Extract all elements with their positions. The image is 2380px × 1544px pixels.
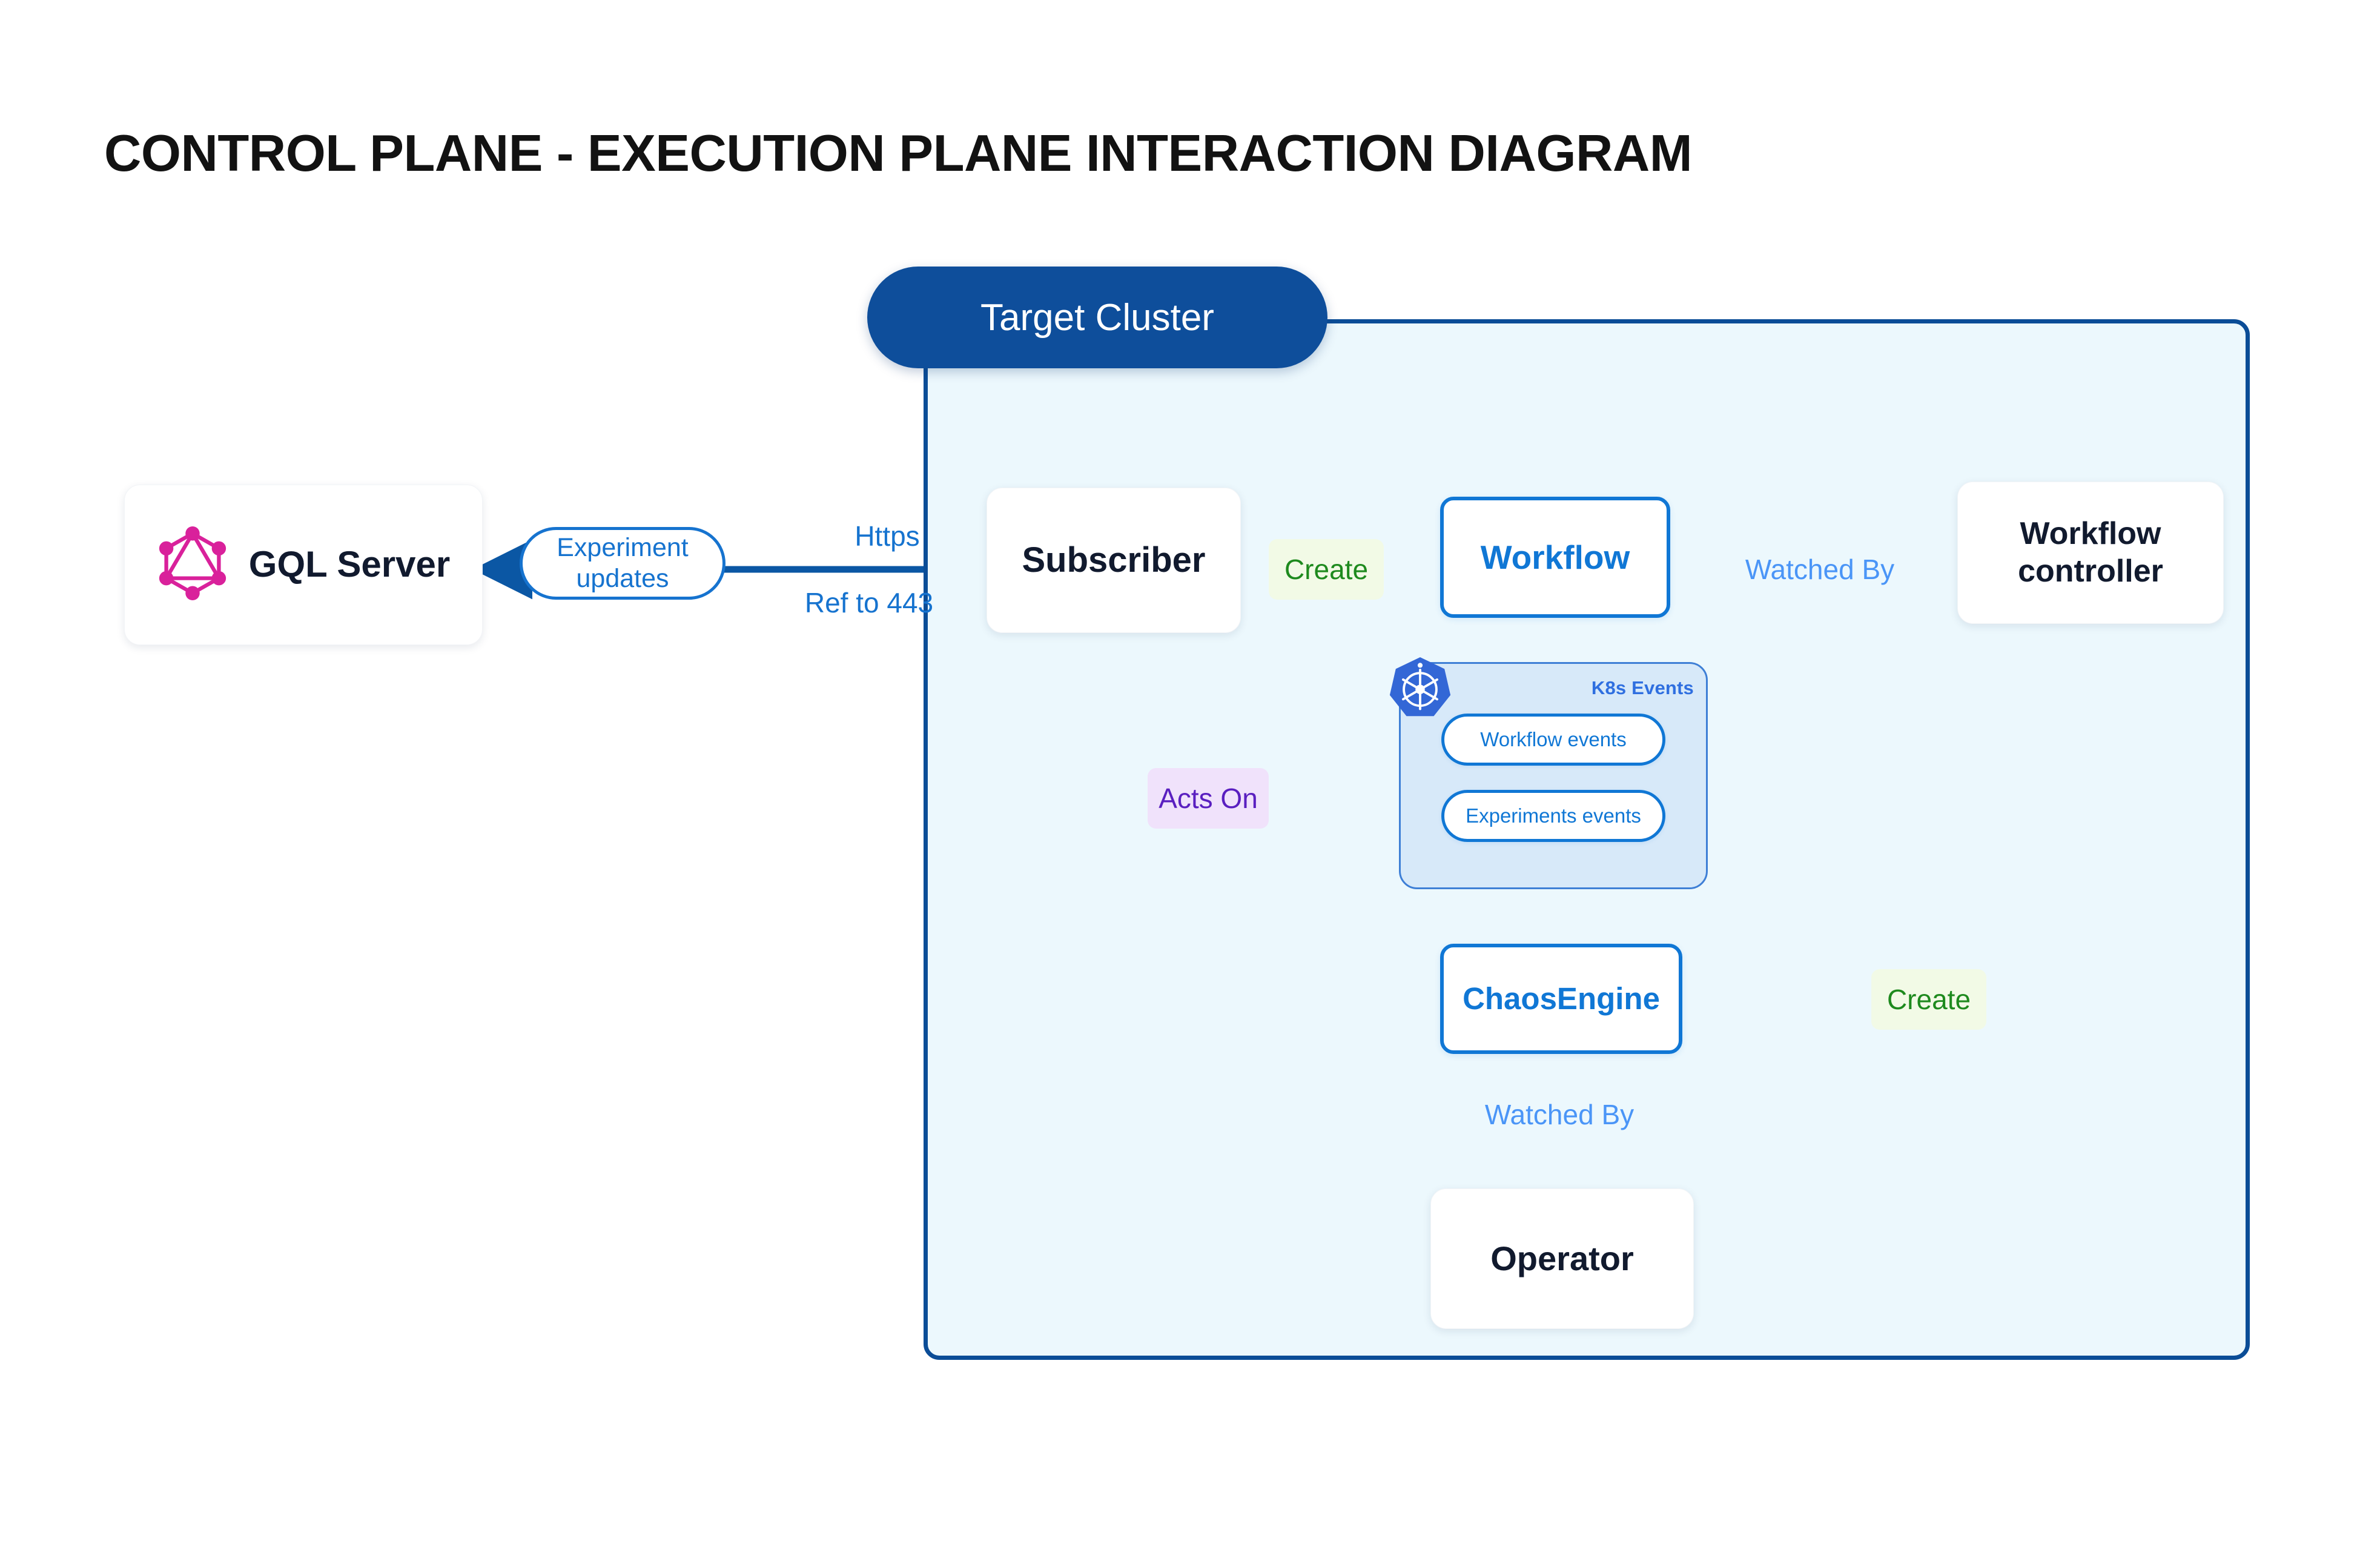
edge-label-watched-by-controller-text: Watched By <box>1745 554 1895 585</box>
edge-label-create-workflow-text: Create <box>1284 554 1369 585</box>
node-workflow-controller-label: Workflow controller <box>2018 516 2163 589</box>
edge-label-experiment-updates-text: Experiment updates <box>557 533 689 593</box>
node-workflow[interactable]: Workflow <box>1440 497 1670 618</box>
edge-label-create-chaosengine-text: Create <box>1886 984 1971 1015</box>
edge-label-acts-on-text: Acts On <box>1159 783 1258 814</box>
edge-label-ref-to-443-text: Ref to 443 <box>804 587 934 618</box>
page-title: CONTROL PLANE - EXECUTION PLANE INTERACT… <box>104 125 1693 182</box>
edge-label-create-workflow: Create <box>1269 539 1384 600</box>
target-cluster-title-pill[interactable]: Target Cluster <box>867 267 1327 368</box>
graphql-icon <box>157 526 228 603</box>
edge-label-ref-to-443: Ref to 443 <box>787 585 951 621</box>
node-operator-label: Operator <box>1490 1239 1634 1277</box>
edge-label-experiment-updates: Experiment updates <box>520 527 726 600</box>
node-chaos-engine[interactable]: ChaosEngine <box>1440 944 1682 1054</box>
node-gql-server-label: GQL Server <box>248 544 451 585</box>
node-workflow-controller[interactable]: Workflow controller <box>1957 482 2224 624</box>
node-subscriber-label: Subscriber <box>1022 540 1206 580</box>
edge-label-https-text: Https <box>854 520 920 552</box>
edge-label-acts-on: Acts On <box>1148 768 1269 829</box>
edge-label-create-chaosengine: Create <box>1871 969 1986 1030</box>
target-cluster-label: Target Cluster <box>980 296 1214 339</box>
node-operator[interactable]: Operator <box>1430 1188 1694 1329</box>
kubernetes-icon <box>1384 655 1456 726</box>
edge-label-https: Https <box>827 518 948 554</box>
edge-label-watched-by-operator-text: Watched By <box>1484 1099 1635 1130</box>
node-gql-server[interactable]: GQL Server <box>124 485 483 645</box>
k8s-events-group-label: K8s Events <box>1591 677 1694 698</box>
edge-label-watched-by-operator: Watched By <box>1453 1084 1665 1145</box>
k8s-event-experiments-events[interactable]: Experiments events <box>1441 790 1665 842</box>
node-workflow-label: Workflow <box>1480 538 1630 576</box>
edge-label-watched-by-controller: Watched By <box>1720 539 1920 600</box>
node-chaos-engine-label: ChaosEngine <box>1463 981 1660 1016</box>
node-subscriber[interactable]: Subscriber <box>987 488 1241 633</box>
k8s-event-workflow-events[interactable]: Workflow events <box>1441 714 1665 766</box>
k8s-event-experiments-events-label: Experiments events <box>1466 804 1641 827</box>
k8s-events-group: K8s Events Workflow events Experiments e… <box>1399 662 1708 889</box>
k8s-event-workflow-events-label: Workflow events <box>1480 728 1627 750</box>
